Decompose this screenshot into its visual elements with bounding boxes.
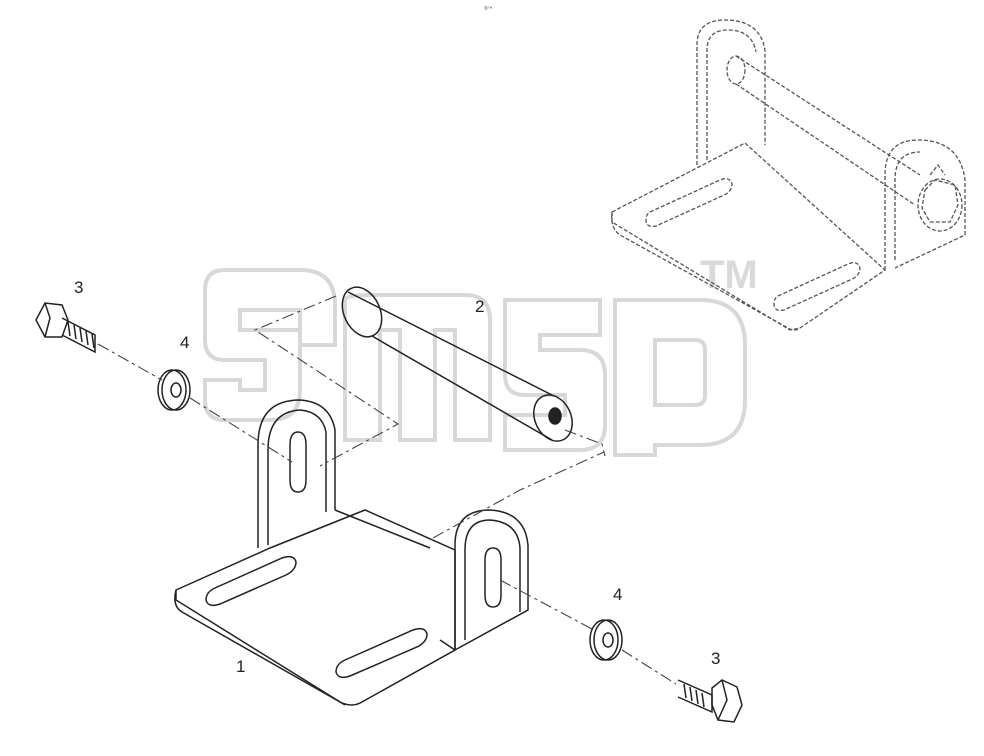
part-2-roller <box>341 286 573 442</box>
watermark-tm: TM <box>700 253 758 297</box>
part-3-bolt-right <box>677 679 743 723</box>
assembly-lines <box>97 295 677 685</box>
callout-part-3-right: 3 <box>711 649 720 668</box>
part-4-washer-left <box>157 369 191 411</box>
watermark-logo <box>203 268 747 457</box>
part-3-bolt-left <box>35 302 96 354</box>
callout-part-4-left: 4 <box>180 333 189 352</box>
assembled-view <box>611 19 966 331</box>
callout-part-2: 2 <box>475 297 484 316</box>
callout-part-1: 1 <box>236 657 245 676</box>
header-mark: ®™ <box>484 5 493 12</box>
callout-part-3-left: 3 <box>74 278 83 297</box>
part-1-bracket <box>174 399 529 706</box>
callout-part-4-right: 4 <box>613 585 622 604</box>
part-4-washer-right <box>589 619 623 661</box>
